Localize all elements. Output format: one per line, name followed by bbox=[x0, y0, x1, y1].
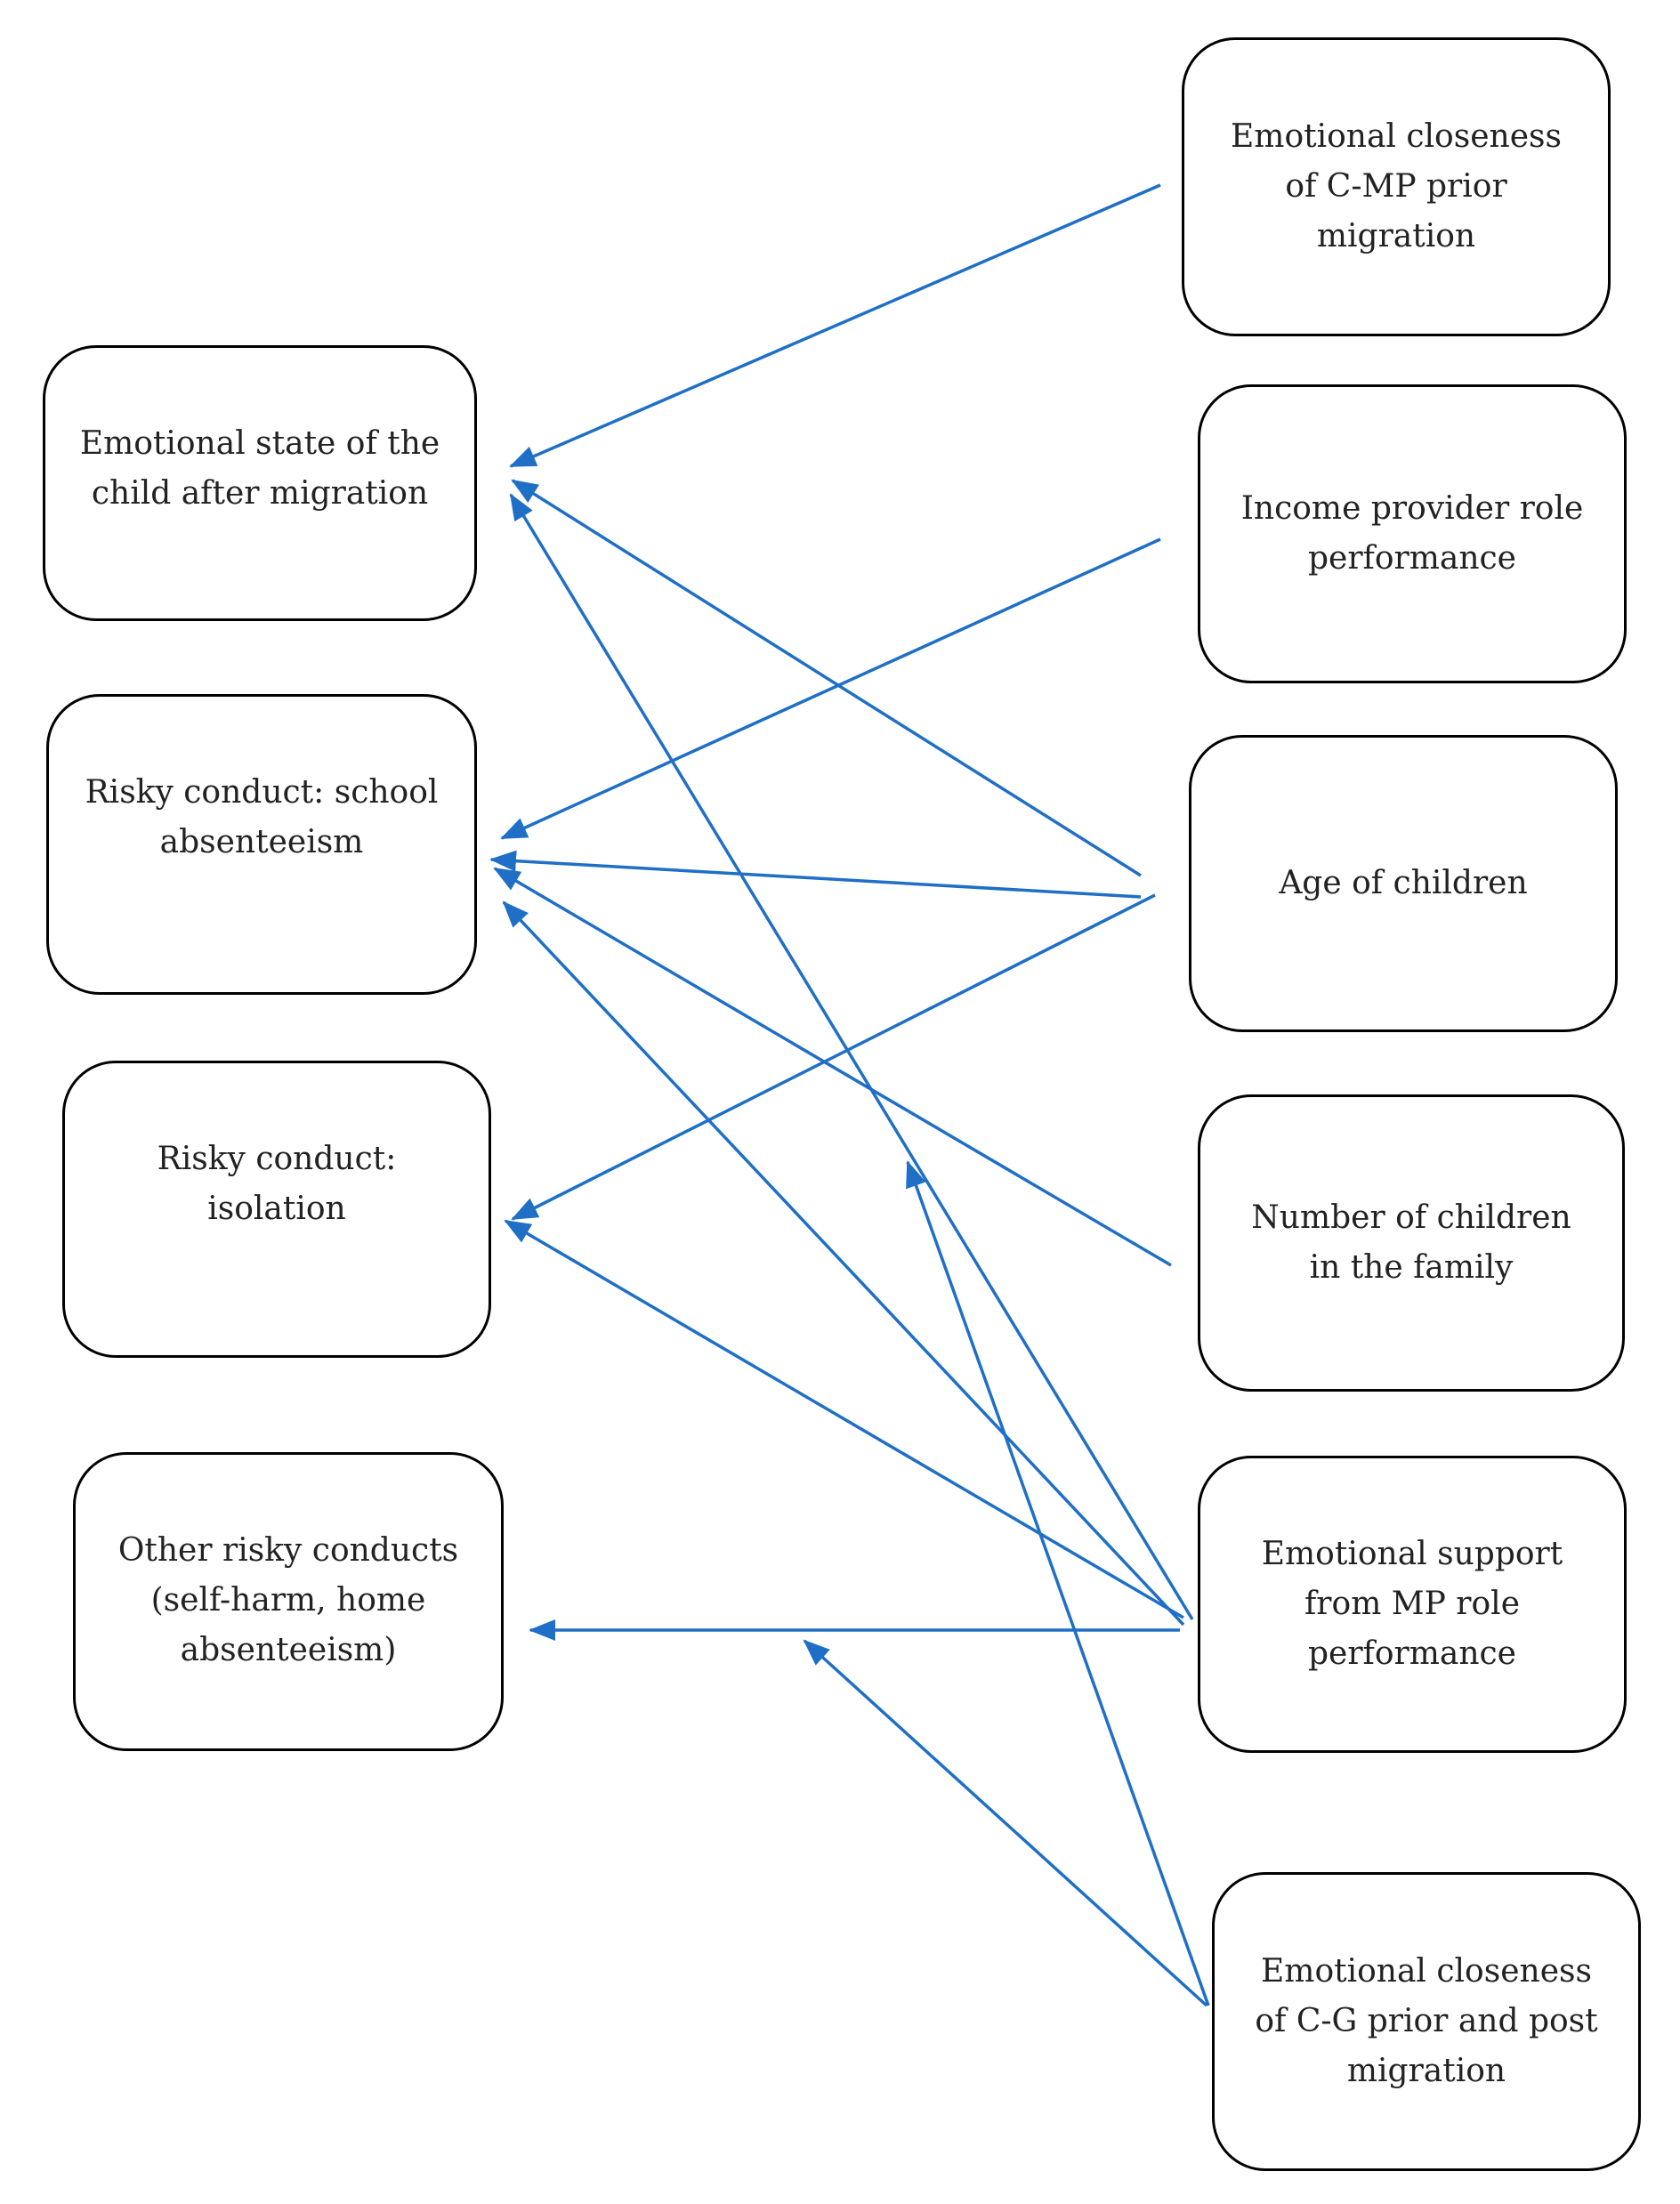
node-label: Emotional closeness of C-MP prior migrat… bbox=[1231, 118, 1562, 254]
node-label: Emotional closeness of C-G prior and pos… bbox=[1255, 1953, 1598, 2089]
node-income-provider-role: Income provider role performance bbox=[1198, 384, 1627, 683]
edge-age-to-school-absenteeism bbox=[489, 850, 1142, 899]
edge-emo-support-to-school-absenteeism bbox=[502, 900, 1185, 1627]
node-label: Emotional state of the child after migra… bbox=[79, 425, 440, 512]
node-age-of-children: Age of children bbox=[1189, 735, 1618, 1032]
edge-emo-support-to-emotional-state bbox=[509, 493, 1194, 1620]
node-label: Number of children in the family bbox=[1251, 1199, 1571, 1286]
edge-closeness-cg-to-lower-path bbox=[803, 1639, 1208, 2007]
node-label: Risky conduct: isolation bbox=[157, 1141, 397, 1227]
edge-emo-support-to-isolation bbox=[504, 1219, 1184, 1619]
node-label: Other risky conducts (self-harm, home ab… bbox=[117, 1532, 459, 1668]
node-label: Income provider role performance bbox=[1240, 490, 1584, 577]
node-other-risky-conducts: Other risky conducts (self-harm, home ab… bbox=[73, 1452, 504, 1751]
edge-closeness-cmp-to-emotional-state bbox=[509, 183, 1161, 468]
node-label: Emotional support from MP role performan… bbox=[1261, 1536, 1563, 1672]
node-emotional-support: Emotional support from MP role performan… bbox=[1198, 1456, 1627, 1753]
edge-age-to-emotional-state bbox=[511, 479, 1142, 877]
node-closeness-cmp: Emotional closeness of C-MP prior migrat… bbox=[1182, 37, 1611, 336]
node-number-of-children: Number of children in the family bbox=[1198, 1094, 1625, 1392]
edge-age-to-isolation bbox=[511, 893, 1156, 1221]
node-isolation: Risky conduct: isolation bbox=[62, 1061, 491, 1358]
node-label: Age of children bbox=[1279, 865, 1528, 901]
edge-income-role-to-school-absenteeism bbox=[500, 537, 1161, 840]
node-closeness-cg: Emotional closeness of C-G prior and pos… bbox=[1212, 1872, 1641, 2171]
edge-closeness-cg-to-upper-path bbox=[906, 1160, 1210, 2006]
node-emotional-state: Emotional state of the child after migra… bbox=[43, 345, 477, 621]
node-school-absenteeism: Risky conduct: school absenteeism bbox=[46, 694, 477, 995]
node-label: Risky conduct: school absenteeism bbox=[85, 774, 439, 860]
edge-num-children-to-school-absenteeism bbox=[493, 867, 1172, 1267]
